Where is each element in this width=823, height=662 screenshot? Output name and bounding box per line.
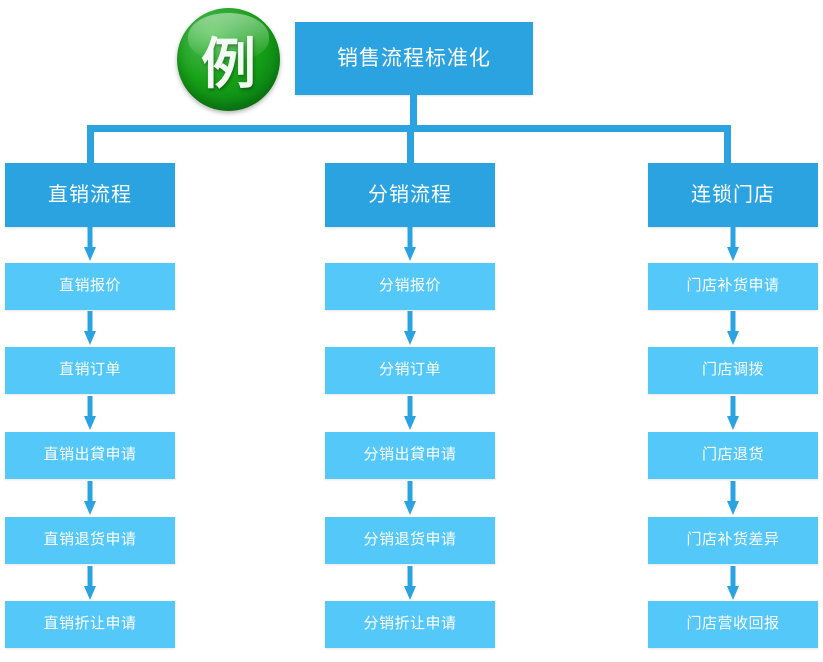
arrow-icon-c1-3	[82, 481, 98, 517]
arrow-icon-c2-3	[402, 481, 418, 517]
process-node-c3-0[interactable]: 门店补货申请	[648, 263, 818, 310]
process-node-label-c2-3: 分销退货申请	[363, 531, 457, 549]
process-node-label-c3-0: 门店补货申请	[686, 277, 780, 295]
root-stem-connector	[410, 95, 417, 128]
root-node-label: 销售流程标准化	[337, 46, 491, 70]
process-node-label-c1-4: 直销折让申请	[43, 615, 137, 633]
arrow-icon-c3-1	[725, 311, 741, 347]
branch-drop-connector-3	[724, 125, 731, 163]
root-node[interactable]: 销售流程标准化	[295, 22, 533, 95]
process-node-label-c3-3: 门店补货差异	[686, 531, 780, 549]
column-header-1[interactable]: 直销流程	[5, 163, 175, 227]
arrow-icon-c3-4	[725, 566, 741, 602]
column-header-3[interactable]: 连锁门店	[648, 163, 818, 227]
process-node-label-c1-1: 直销订单	[58, 361, 121, 379]
example-badge-icon: 例	[177, 8, 280, 111]
process-node-label-c3-4: 门店营收回报	[686, 615, 780, 633]
process-node-c1-4[interactable]: 直销折让申请	[5, 601, 175, 648]
arrow-icon-c3-0	[725, 227, 741, 263]
process-node-c3-4[interactable]: 门店营收回报	[648, 601, 818, 648]
process-node-label-c1-2: 直销出貸申请	[43, 446, 137, 464]
process-node-c2-4[interactable]: 分销折让申请	[325, 601, 495, 648]
column-header-label-2: 分销流程	[368, 184, 452, 206]
process-node-c3-3[interactable]: 门店补货差异	[648, 517, 818, 564]
arrow-icon-c3-3	[725, 481, 741, 517]
arrow-icon-c1-4	[82, 566, 98, 602]
process-node-label-c3-1: 门店调拨	[701, 361, 764, 379]
branch-drop-connector-1	[87, 125, 94, 163]
process-node-c1-0[interactable]: 直销报价	[5, 263, 175, 310]
arrow-icon-c2-1	[402, 311, 418, 347]
process-node-c1-2[interactable]: 直销出貸申请	[5, 432, 175, 479]
process-node-c2-2[interactable]: 分销出貸申请	[325, 432, 495, 479]
example-badge-label: 例	[200, 32, 256, 95]
arrow-icon-c2-4	[402, 566, 418, 602]
process-node-c2-3[interactable]: 分销退货申请	[325, 517, 495, 564]
process-node-label-c2-1: 分销订单	[378, 361, 441, 379]
process-node-c3-1[interactable]: 门店调拨	[648, 347, 818, 394]
process-node-c3-2[interactable]: 门店退货	[648, 432, 818, 479]
process-node-label-c3-2: 门店退货	[701, 446, 764, 464]
arrow-icon-c2-2	[402, 396, 418, 432]
process-node-label-c2-2: 分销出貸申请	[363, 446, 457, 464]
column-header-2[interactable]: 分销流程	[325, 163, 495, 227]
process-node-label-c1-3: 直销退货申请	[43, 531, 137, 549]
process-node-c2-1[interactable]: 分销订单	[325, 347, 495, 394]
arrow-icon-c3-2	[725, 396, 741, 432]
process-node-c2-0[interactable]: 分销报价	[325, 263, 495, 310]
arrow-icon-c2-0	[402, 227, 418, 263]
process-node-label-c2-0: 分销报价	[378, 277, 441, 295]
branch-drop-connector-2	[407, 125, 414, 163]
process-node-label-c2-4: 分销折让申请	[363, 615, 457, 633]
column-header-label-3: 连锁门店	[691, 184, 775, 206]
column-header-label-1: 直销流程	[48, 184, 132, 206]
process-node-c1-1[interactable]: 直销订单	[5, 347, 175, 394]
process-node-c1-3[interactable]: 直销退货申请	[5, 517, 175, 564]
process-node-label-c1-0: 直销报价	[58, 277, 121, 295]
arrow-icon-c1-2	[82, 396, 98, 432]
arrow-icon-c1-1	[82, 311, 98, 347]
arrow-icon-c1-0	[82, 227, 98, 263]
